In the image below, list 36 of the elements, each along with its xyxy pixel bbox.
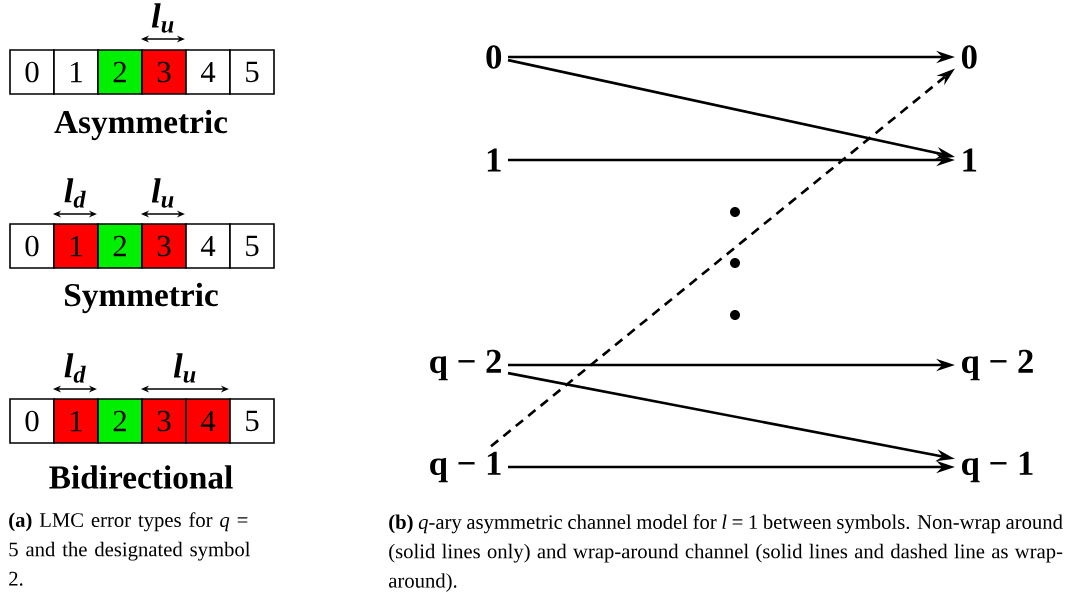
symbol-cell: 0 (9, 49, 55, 95)
symbol-label: 1 (487, 148, 501, 172)
length-label: l$_{u}$ (173, 353, 196, 383)
symbol-label: q − 2 (962, 349, 1033, 381)
type-title: Bidirectional (49, 465, 233, 489)
symbol-label: 0 (486, 45, 502, 69)
error-cell: 4 (185, 398, 231, 444)
length-label: l$_{d}$ (64, 353, 86, 383)
error-cell: 3 (141, 49, 187, 95)
symbol-label: 0 (961, 45, 977, 69)
error-cell: 3 (141, 223, 187, 269)
symbol-cell: 4 (185, 49, 231, 95)
error-cell: 1 (53, 223, 99, 269)
symbol-label: q − 2 (430, 349, 501, 381)
type-title: Asymmetric (54, 109, 228, 141)
symbol-cell: 0 (9, 398, 55, 444)
caption: (b) q-ary asymmetric channel model for l = 1 between symbols. Non-wrap around (solid lines only) and wrap-around channel (solid lines and dashed line as wrap-around). (389, 514, 1063, 592)
type-title: Symmetric (65, 282, 218, 314)
error-cell: 3 (141, 398, 187, 444)
symbol-cell: 4 (185, 223, 231, 269)
symbol-cell: 1 (53, 49, 99, 95)
length-label: l$_{u}$ (151, 178, 174, 208)
symbol-label: 1 (963, 148, 977, 172)
error-cell: 1 (53, 398, 99, 444)
symbol-cell: 2 (97, 49, 143, 95)
symbol-label: q − 1 (962, 451, 1033, 483)
symbol-cell: 2 (97, 223, 143, 269)
length-label: l$_{u}$ (151, 3, 174, 33)
length-label: l$_{d}$ (64, 178, 86, 208)
caption: (a) LMC error types for q = 5 and the designated symbol 2. (9, 512, 251, 586)
symbol-cell: 5 (229, 398, 275, 444)
symbol-cell: 5 (229, 49, 275, 95)
symbol-label: q − 1 (430, 451, 501, 483)
symbol-cell: 0 (9, 223, 55, 269)
symbol-cell: 5 (229, 223, 275, 269)
symbol-cell: 2 (97, 398, 143, 444)
